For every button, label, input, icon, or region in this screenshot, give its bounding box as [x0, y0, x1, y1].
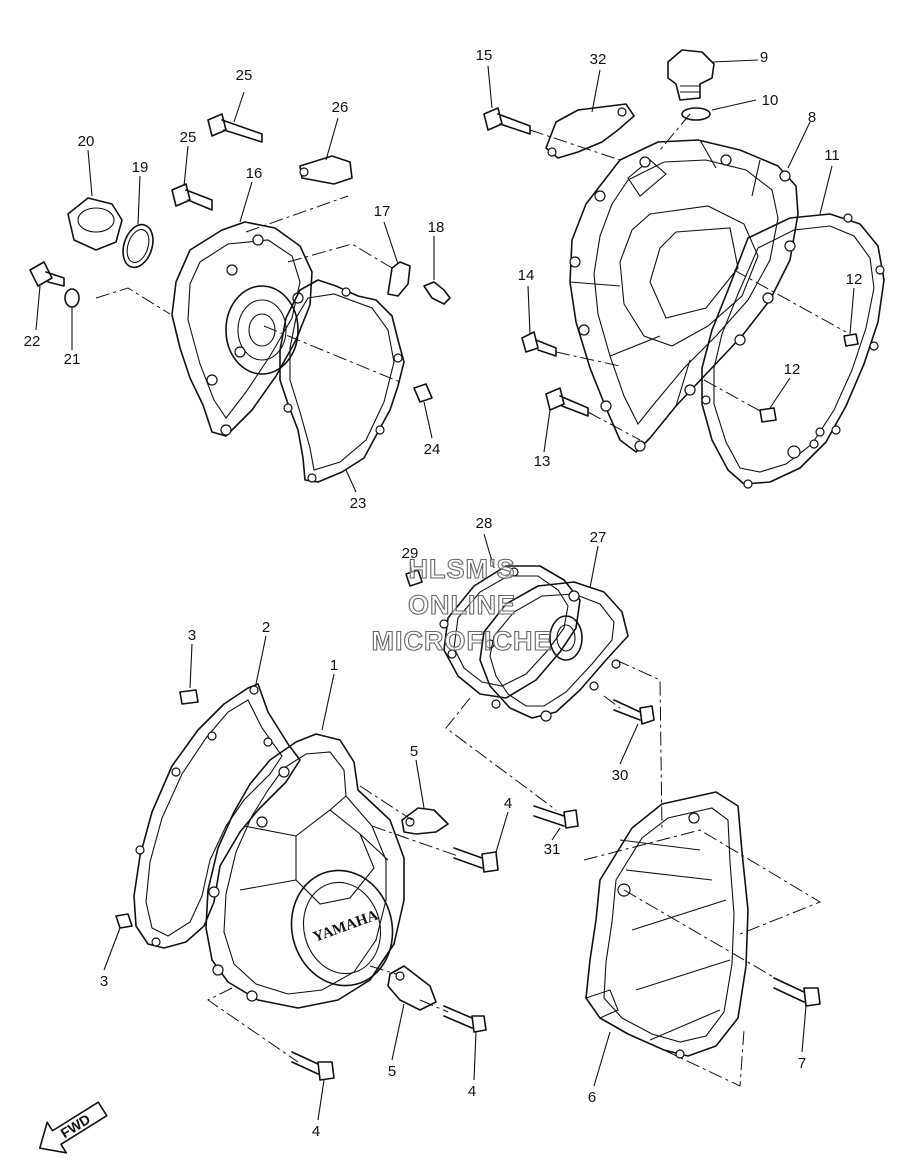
- lower-right-cover-group: [583, 791, 822, 1087]
- callout-16: 16: [246, 165, 263, 182]
- callout-28: 28: [476, 515, 493, 532]
- callout-numbers: 25 26 20 19 25 16 17 18 22 21 24 23 15 3…: [24, 47, 863, 1140]
- part-13-bolt: [545, 387, 589, 417]
- callout-13: 13: [534, 453, 551, 470]
- yamaha-logo: YAMAHA: [311, 908, 380, 946]
- part-19-o-ring: [122, 223, 154, 269]
- callout-12: 12: [846, 271, 863, 288]
- callout-15: 15: [476, 47, 493, 64]
- part-24-dowel: [413, 383, 433, 403]
- watermark-line-1: HLSM'S: [409, 554, 516, 584]
- upper-right-cover-group: [483, 49, 885, 489]
- part-28-gasket: [443, 565, 581, 699]
- part-15-bolt: [483, 107, 531, 135]
- part-4-bolt-lower-left: [291, 1051, 335, 1081]
- callout-26: 26: [332, 99, 349, 116]
- watermark-line-3: MICROFICHE: [372, 626, 553, 656]
- callout-24: 24: [424, 441, 441, 458]
- callout-22: 22: [24, 333, 41, 350]
- part-3-dowel-lower: [115, 913, 133, 929]
- part-25-bolt-lower: [171, 183, 213, 211]
- callout-3: 3: [100, 973, 108, 990]
- part-30-bolt: [613, 699, 655, 725]
- part-1-generator-cover: [205, 733, 405, 1009]
- part-5-bracket-lower: [387, 965, 437, 1011]
- watermark-line-2: ONLINE: [408, 590, 516, 620]
- part-29-dowel: [405, 569, 423, 587]
- callout-5: 5: [388, 1063, 396, 1080]
- callout-4: 4: [312, 1123, 320, 1140]
- leader-lines: [35, 59, 855, 1121]
- callout-1: 1: [330, 657, 338, 674]
- part-18-bolt: [423, 281, 451, 305]
- part-4-bolt-lower-right: [443, 1005, 487, 1033]
- callout-20: 20: [78, 133, 95, 150]
- part-31-bolt: [533, 805, 579, 829]
- part-11-gasket: [701, 213, 885, 485]
- part-4-bolt-upper: [453, 847, 499, 873]
- part-14-bolt: [521, 331, 557, 357]
- callout-14: 14: [518, 267, 535, 284]
- callout-32: 32: [590, 51, 607, 68]
- part-9-oil-filler-plug: [667, 49, 715, 101]
- part-3-dowel-upper: [179, 689, 199, 705]
- callout-8: 8: [808, 109, 816, 126]
- lower-left-cover-group: YAMAHA: [115, 683, 499, 1081]
- middle-cover-group: [405, 565, 663, 833]
- callout-29: 29: [402, 545, 419, 562]
- part-5-bracket-upper: [401, 807, 449, 835]
- callout-3: 3: [188, 627, 196, 644]
- part-25-bolt-upper: [207, 113, 263, 143]
- part-22-bolt: [29, 261, 65, 287]
- part-27-cover: [479, 581, 629, 719]
- part-2-gasket: [133, 683, 301, 949]
- callout-27: 27: [590, 529, 607, 546]
- fwd-label: FWD: [58, 1111, 94, 1141]
- callout-10: 10: [762, 92, 779, 109]
- forward-direction-arrow: FWD: [38, 1101, 108, 1154]
- watermark: HLSM'S ONLINE MICROFICHE: [371, 553, 553, 656]
- callout-18: 18: [428, 219, 445, 236]
- callout-9: 9: [760, 49, 768, 66]
- callout-7: 7: [798, 1055, 806, 1072]
- part-26-bracket: [299, 155, 353, 185]
- callout-23: 23: [350, 495, 367, 512]
- callout-17: 17: [374, 203, 391, 220]
- part-12-dowel-upper: [843, 333, 859, 347]
- callout-21: 21: [64, 351, 81, 368]
- part-21-washer: [64, 288, 80, 308]
- upper-left-cover-group: [29, 113, 451, 483]
- part-16-cover: [171, 221, 313, 437]
- callout-4: 4: [504, 795, 512, 812]
- callout-19: 19: [132, 159, 149, 176]
- part-32-bracket: [545, 103, 635, 159]
- callout-6: 6: [588, 1089, 596, 1106]
- part-7-bolt: [773, 977, 821, 1007]
- part-10-o-ring: [681, 107, 711, 121]
- callout-4: 4: [468, 1083, 476, 1100]
- part-23-gasket: [279, 279, 405, 483]
- callout-11: 11: [824, 147, 840, 164]
- callout-25: 25: [236, 67, 253, 84]
- callout-12: 12: [784, 361, 801, 378]
- callout-31: 31: [544, 841, 561, 858]
- part-6-sprocket-cover: [585, 791, 749, 1057]
- part-12-dowel-lower: [759, 407, 777, 423]
- callout-5: 5: [410, 743, 418, 760]
- part-17-clamp: [387, 261, 411, 297]
- callout-30: 30: [612, 767, 629, 784]
- callout-2: 2: [262, 619, 270, 636]
- part-20-plug: [67, 197, 123, 251]
- callout-25: 25: [180, 129, 197, 146]
